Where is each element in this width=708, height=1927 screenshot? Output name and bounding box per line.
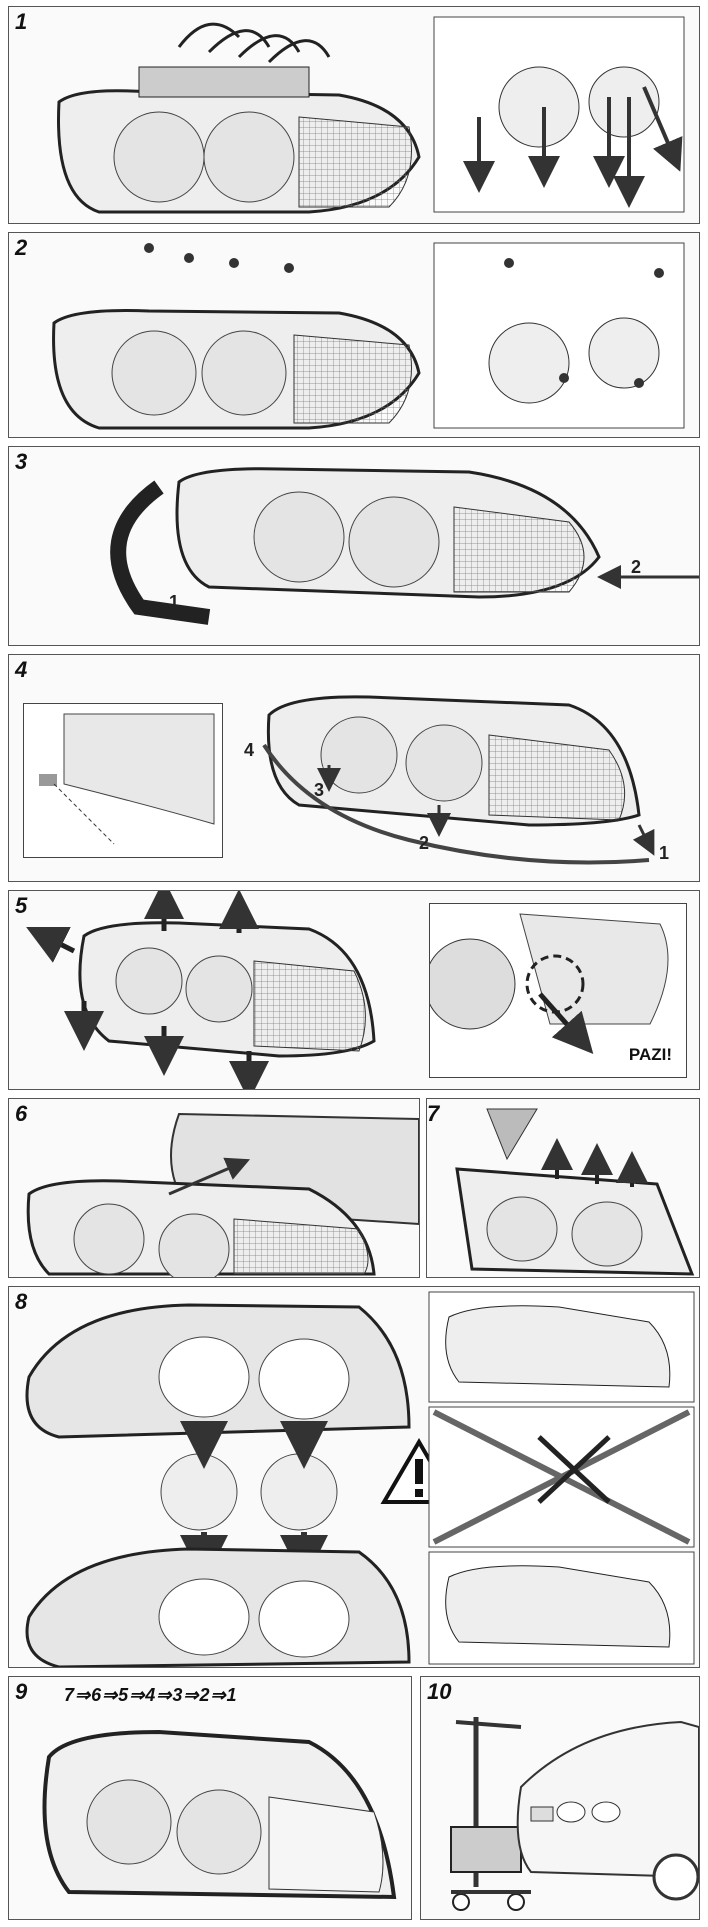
step-number: 6 xyxy=(15,1101,28,1126)
headlight-seal-drawing xyxy=(262,695,655,865)
step-number: 10 xyxy=(427,1679,452,1704)
step-number: 4 xyxy=(15,657,28,682)
clip-removal-drawing xyxy=(455,1108,695,1276)
lens-replacement-drawing xyxy=(25,1291,695,1667)
headlight-connectors-drawing xyxy=(57,16,685,214)
step-label: 3 xyxy=(314,780,325,800)
headlight-removal-drawing xyxy=(110,467,699,625)
step-2-panel: 2 xyxy=(8,232,700,438)
step-7-panel: 7 xyxy=(426,1098,700,1278)
step-5-panel: 5 PAZI! xyxy=(8,890,700,1090)
lens-housing-drawing xyxy=(26,1112,419,1277)
headlight-screws-drawing xyxy=(52,242,685,430)
step-9-panel: 9 7⇒6⇒5⇒4⇒3⇒2⇒1 xyxy=(8,1676,412,1920)
headlight-detach-drawing xyxy=(26,891,376,1089)
step-number: 2 xyxy=(15,235,28,260)
arrow-label: 1 xyxy=(169,592,180,612)
headlight-aim-drawing xyxy=(450,1717,699,1911)
step-number: 7 xyxy=(427,1101,440,1126)
detail-inset xyxy=(23,703,223,858)
step-label: 4 xyxy=(244,740,255,760)
reassembly-sequence: 7⇒6⇒5⇒4⇒3⇒2⇒1 xyxy=(64,1685,238,1705)
step-1-panel: 1 xyxy=(8,6,700,224)
step-number: 3 xyxy=(15,449,28,474)
warning-label: PAZI! xyxy=(628,1045,672,1064)
step-6-panel: 6 xyxy=(8,1098,420,1278)
step-label: 2 xyxy=(419,833,430,853)
step-4-panel: 4 4 3 2 1 xyxy=(8,654,700,882)
step-8-panel: 8 xyxy=(8,1286,700,1668)
step-number: 9 xyxy=(15,1679,28,1704)
arrow-label: 2 xyxy=(631,557,642,577)
step-3-panel: 3 1 2 xyxy=(8,446,700,646)
step-label: 1 xyxy=(659,843,670,863)
step-number: 5 xyxy=(15,893,28,918)
headlight-assembled-drawing xyxy=(42,1729,397,1900)
step-number: 8 xyxy=(15,1289,28,1314)
step-10-panel: 10 xyxy=(420,1676,700,1920)
bulb-detail-inset: PAZI! xyxy=(429,903,687,1078)
step-number: 1 xyxy=(15,9,28,34)
